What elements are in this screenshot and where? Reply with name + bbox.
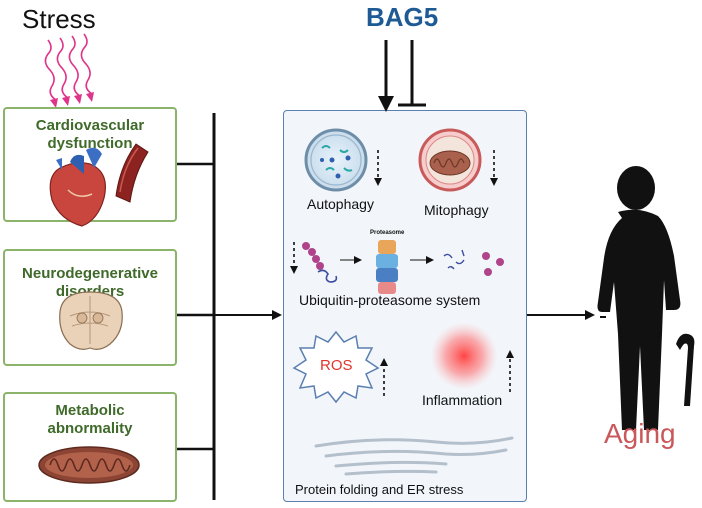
ubiquitinated-protein-icon	[302, 242, 338, 283]
proteasome-icon	[376, 240, 398, 294]
free-ubiquitin-icon	[482, 252, 504, 276]
stress-label: Stress	[22, 4, 96, 34]
mitophagy-icon	[418, 128, 482, 192]
autophagy-label: Autophagy	[307, 196, 374, 212]
aging-label: Aging	[604, 418, 676, 449]
condition-label: Metabolic abnormality	[47, 402, 133, 437]
endoplasmic-reticulum-icon	[314, 436, 514, 476]
protein-folding-label: Protein folding and ER stress	[295, 482, 464, 497]
autophagosome-icon	[304, 128, 368, 192]
brain-section-icon	[59, 291, 123, 350]
peptide-fragments-icon	[443, 249, 465, 270]
bag5-label: BAG5	[366, 2, 439, 32]
mitochondrion-icon	[38, 446, 140, 484]
elderly-person-icon	[597, 166, 695, 430]
ros-label: ROS	[320, 357, 353, 374]
proteasome-small-label: Proteasome	[370, 230, 405, 236]
mitophagy-label: Mitophagy	[424, 202, 489, 218]
ups-label: Ubiquitin-proteasome system	[299, 292, 481, 308]
condition-label: Cardiovascular dysfunction	[35, 117, 145, 152]
inflammation-label: Inflammation	[422, 392, 503, 408]
heart-icon	[49, 143, 149, 227]
ros-burst-icon	[292, 330, 380, 404]
inflammation-glow-icon	[430, 322, 498, 390]
